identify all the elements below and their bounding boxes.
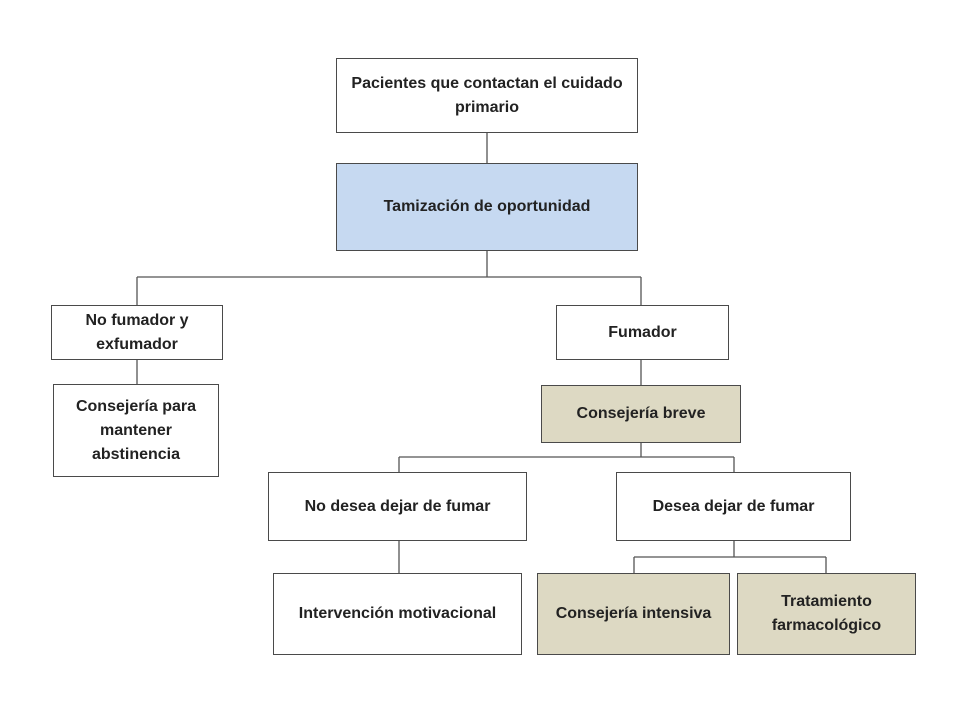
node-not-want-quit: No desea dejar de fumar [268,472,527,541]
node-motivational-label: Intervención motivacional [298,605,497,622]
node-screening: Tamización de oportunidad [336,163,638,251]
node-intensive-counseling: Consejería intensiva [537,573,730,655]
node-non-smoker: No fumador y exfumador [51,305,223,360]
node-pharmacological: Tratamiento farmacológico [737,573,916,655]
node-not-want-quit-label: No desea dejar de fumar [304,497,491,515]
node-screening-label: Tamización de oportunidad [383,198,591,215]
node-want-quit-label: Desea dejar de fumar [652,497,815,515]
node-non-smoker-label: No fumador y exfumador [85,311,189,353]
node-pharmacological-label: Tratamiento farmacológico [771,593,882,634]
node-maintain-abstinence: Consejería para mantener abstinencia [53,384,219,477]
node-maintain-abstinence-label: Consejería para mantener abstinencia [75,397,197,463]
node-smoker: Fumador [556,305,729,360]
node-smoker-label: Fumador [608,323,677,341]
node-intensive-counseling-label: Consejería intensiva [555,605,712,622]
node-want-quit: Desea dejar de fumar [616,472,851,541]
node-motivational: Intervención motivacional [273,573,522,655]
node-patients: Pacientes que contactan el cuidado prima… [336,58,638,133]
node-brief-counseling-label: Consejería breve [576,405,706,422]
node-brief-counseling: Consejería breve [541,385,741,443]
node-patients-label: Pacientes que contactan el cuidado prima… [351,74,623,116]
